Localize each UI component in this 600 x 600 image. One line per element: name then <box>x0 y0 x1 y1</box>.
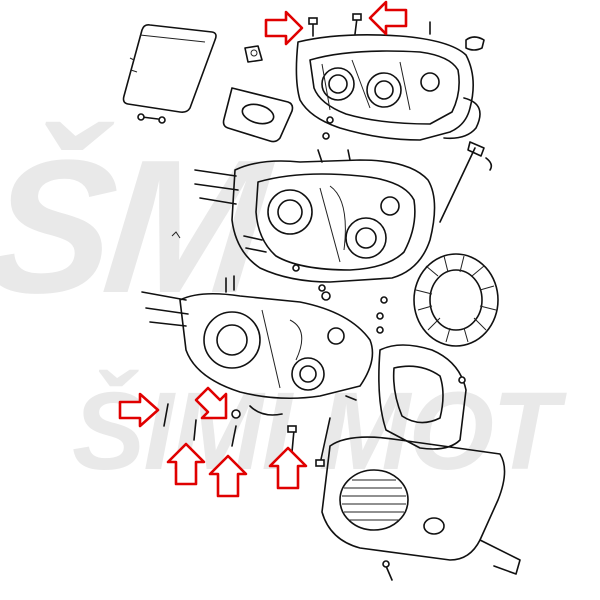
arrow-mid-diagonal <box>194 386 228 420</box>
small-block <box>244 45 263 63</box>
arrow-bottom-2 <box>208 454 248 498</box>
crankcase-lower <box>141 275 388 416</box>
small-screw <box>137 113 166 124</box>
crankcase-cover-upper <box>295 34 481 141</box>
fan-wheel <box>413 253 499 347</box>
fan-cover <box>321 436 521 581</box>
top-screws <box>308 13 485 51</box>
arrow-bottom-1 <box>166 442 206 486</box>
arrow-mid-left <box>118 392 160 428</box>
crankcase-middle <box>194 149 436 292</box>
arrow-bottom-3 <box>268 446 308 490</box>
arrow-top-right <box>368 0 408 36</box>
dipstick <box>439 141 493 223</box>
inspection-cover <box>122 24 217 113</box>
lower-bolts <box>163 395 357 467</box>
arrow-top-left <box>264 10 304 46</box>
gasket-plate <box>222 87 294 143</box>
watermark-text: ŠIMI MOT <box>72 370 559 493</box>
fan-shroud <box>378 344 467 450</box>
small-mark <box>171 231 181 239</box>
